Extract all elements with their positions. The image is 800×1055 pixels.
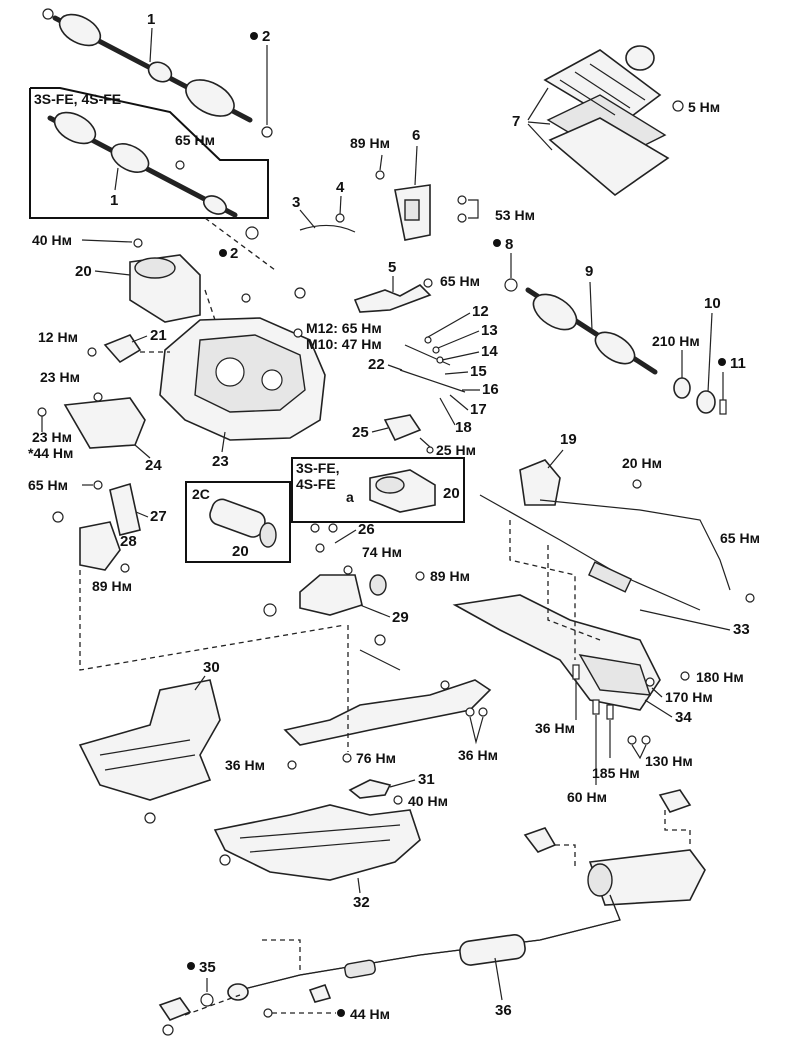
torque-20: 20 Нм (622, 455, 662, 471)
exhaust-hanger-top (523, 789, 692, 853)
part-label-33: 33 (733, 621, 750, 638)
exhaust-pipe (227, 894, 621, 1003)
part-label-8: 8 (505, 236, 513, 253)
torque-65-right: 65 Нм (720, 530, 760, 546)
part-label-28: 28 (120, 533, 137, 550)
part-label-15: 15 (470, 363, 487, 380)
torque-23a: 23 Нм (32, 429, 72, 445)
part-label-11: 11 (730, 355, 746, 372)
torque-170: 170 Нм (665, 689, 713, 705)
torque-5: 5 Нм (688, 99, 720, 115)
part-label-2-top: 2 (262, 28, 270, 45)
torque-36-mid: 36 Нм (535, 720, 575, 736)
torque-89-left: 89 Нм (92, 578, 132, 594)
torque-36-left: 36 Нм (225, 757, 265, 773)
bracket-5 (353, 284, 432, 313)
drive-shaft-top (42, 8, 253, 123)
torque-36-right: 36 Нм (458, 747, 498, 763)
torque-89-mid: 89 Нм (430, 568, 470, 584)
torque-60: 60 Нм (567, 789, 607, 805)
torque-74: 74 Нм (362, 544, 402, 560)
variant-label-2c: 2C (192, 486, 210, 502)
part-label-25: 25 (352, 424, 369, 441)
torque-65-box: 65 Нм (175, 132, 215, 148)
under-cover-30 (78, 679, 221, 801)
part-label-16: 16 (482, 381, 499, 398)
torque-40-low: 40 Нм (408, 793, 448, 809)
part-label-7: 7 (512, 113, 520, 130)
part-label-10: 10 (704, 295, 721, 312)
air-cleaner (543, 45, 670, 197)
torque-53: 53 Нм (495, 207, 535, 223)
transaxle (159, 317, 326, 441)
part-label-6: 6 (412, 127, 420, 144)
torque-65-left: 65 Нм (28, 477, 68, 493)
part-label-23: 23 (212, 453, 229, 470)
part-label-17: 17 (470, 401, 487, 418)
drive-shaft-right (525, 287, 658, 375)
part-label-35: 35 (199, 959, 216, 976)
linkage-small-parts (399, 336, 466, 393)
engine-mount-19 (519, 459, 561, 506)
torque-76: 76 Нм (356, 750, 396, 766)
steering-rack-33 (479, 494, 731, 611)
part-label-1-top: 1 (147, 11, 155, 28)
torque-m10: M10: 47 Нм (306, 336, 382, 352)
part-label-31: 31 (418, 771, 435, 788)
mark-a: a (346, 489, 354, 505)
torque-185: 185 Нм (592, 765, 640, 781)
torque-89-top: 89 Нм (350, 135, 390, 151)
torque-180: 180 Нм (696, 669, 744, 685)
part-label-2-box: 2 (230, 245, 238, 262)
variant-box-3s-fe-upper: 3S-FE, 4S-FE 65 Нм 1 (29, 87, 269, 219)
torque-m12: M12: 65 Нм (306, 320, 382, 336)
torque-130: 130 Нм (645, 753, 693, 769)
part-label-5: 5 (388, 259, 396, 276)
torque-12: 12 Нм (38, 329, 78, 345)
torque-44-bottom: 44 Нм (350, 1006, 390, 1022)
center-brace (283, 679, 492, 746)
variant-label-3s-mid-2: 4S-FE (296, 476, 336, 492)
starter-left (129, 254, 201, 323)
torque-40-top: 40 Нм (32, 232, 72, 248)
torque-44-star: *44 Нм (28, 445, 73, 461)
part-label-12: 12 (472, 303, 489, 320)
part-label-20-box-2c: 20 (232, 543, 249, 560)
part-label-20-box-3s: 20 (443, 485, 460, 502)
part-label-29: 29 (392, 609, 409, 626)
part-label-9: 9 (585, 263, 593, 280)
variant-label-3s-mid-1: 3S-FE, (296, 460, 340, 476)
part-label-34: 34 (675, 709, 692, 726)
part-label-20-left: 20 (75, 263, 92, 280)
part-label-1-box: 1 (110, 192, 118, 209)
part-label-30: 30 (203, 659, 220, 676)
variant-label-3s-4s-top: 3S-FE, 4S-FE (34, 91, 121, 107)
part-label-36: 36 (495, 1002, 512, 1019)
under-cover-32 (213, 804, 421, 881)
torque-65-bracket: 65 Нм (440, 273, 480, 289)
torque-25: 25 Нм (436, 442, 476, 458)
part-label-13: 13 (481, 322, 498, 339)
part-label-26: 26 (358, 521, 375, 538)
part-label-32: 32 (353, 894, 370, 911)
part-label-4: 4 (336, 179, 345, 196)
part-label-19: 19 (560, 431, 577, 448)
part-label-23-nm: 23 Нм (40, 369, 80, 385)
muffler (587, 849, 706, 906)
part-label-18: 18 (455, 419, 472, 436)
torque-210: 210 Нм (652, 333, 700, 349)
variant-box-2c: 2C 20 (185, 481, 291, 563)
bracket-6 (394, 184, 431, 241)
part-label-22: 22 (368, 356, 385, 373)
part-label-3: 3 (292, 194, 300, 211)
variant-box-3s-fe-mid: 3S-FE, 4S-FE a 20 (291, 457, 465, 523)
part-label-27: 27 (150, 508, 167, 525)
part-label-24: 24 (145, 457, 162, 474)
part-label-14: 14 (481, 343, 498, 360)
crossmember (452, 594, 661, 711)
part-label-21: 21 (150, 327, 167, 344)
